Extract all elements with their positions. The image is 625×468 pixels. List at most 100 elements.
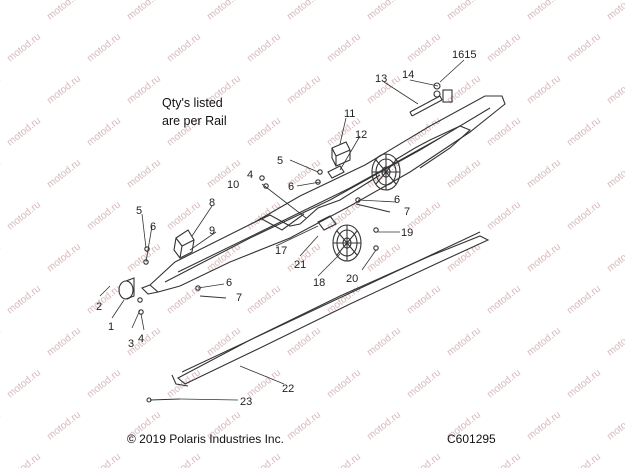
callout-19: 19 xyxy=(401,227,413,239)
watermark-text: motod.ru xyxy=(485,199,523,232)
copyright-text: © 2019 Polaris Industries Inc. xyxy=(127,432,284,446)
watermark-text: motod.ru xyxy=(365,0,403,22)
callout-3: 3 xyxy=(128,338,134,350)
watermark-text: motod.ru xyxy=(325,451,363,468)
watermark-text: motod.ru xyxy=(85,283,123,316)
callout-6b: 6 xyxy=(288,181,294,193)
callout-1615: 1615 xyxy=(452,49,476,61)
watermark-text: motod.ru xyxy=(85,367,123,400)
slider-block-1 xyxy=(118,277,135,300)
watermark-text: motod.ru xyxy=(85,199,123,232)
watermark-text: motod.ru xyxy=(365,409,403,442)
callout-20: 20 xyxy=(346,273,358,285)
watermark-text: motod.ru xyxy=(0,409,3,442)
watermark-text: motod.ru xyxy=(405,283,443,316)
bolt-13 xyxy=(409,95,443,117)
watermark-text: motod.ru xyxy=(605,325,625,358)
callout-2: 2 xyxy=(96,301,102,313)
watermark-text: motod.ru xyxy=(85,451,123,468)
callout-1: 1 xyxy=(108,321,114,333)
watermark-text: motod.ru xyxy=(285,409,323,442)
watermark-text: motod.ru xyxy=(5,31,43,64)
part-17 xyxy=(317,215,337,231)
watermark-text: motod.ru xyxy=(45,157,83,190)
watermark-text: motod.ru xyxy=(325,31,363,64)
watermark-text: motod.ru xyxy=(0,73,3,106)
watermark-text: motod.ru xyxy=(365,325,403,358)
pin-12 xyxy=(327,165,345,179)
watermark-text: motod.ru xyxy=(45,325,83,358)
watermark-text: motod.ru xyxy=(85,31,123,64)
watermark-text: motod.ru xyxy=(485,283,523,316)
watermark-text: motod.ru xyxy=(405,451,443,468)
watermark-text: motod.ru xyxy=(485,367,523,400)
callout-4b: 4 xyxy=(247,169,253,181)
watermark-text: motod.ru xyxy=(525,325,563,358)
rail-assembly xyxy=(141,95,506,295)
callout-13: 13 xyxy=(375,73,387,85)
watermark-text: motod.ru xyxy=(485,31,523,64)
watermark-text: motod.ru xyxy=(605,409,625,442)
callout-5b: 5 xyxy=(277,155,283,167)
watermark-text: motod.ru xyxy=(165,31,203,64)
watermark-text: motod.ru xyxy=(605,241,625,274)
watermark-text: motod.ru xyxy=(285,0,323,22)
quantity-note: Qty's listed are per Rail xyxy=(162,94,227,130)
watermark-text: motod.ru xyxy=(5,199,43,232)
fasteners xyxy=(137,169,391,403)
watermark-text: motod.ru xyxy=(485,451,523,468)
watermark-text: motod.ru xyxy=(5,367,43,400)
callout-7a: 7 xyxy=(404,206,410,218)
note-line-2: are per Rail xyxy=(162,114,227,128)
callout-6c: 6 xyxy=(394,194,400,206)
block-11 xyxy=(331,141,351,167)
note-line-1: Qty's listed xyxy=(162,96,223,110)
diagram-code: C601295 xyxy=(447,432,496,446)
watermark-text: motod.ru xyxy=(0,325,3,358)
watermark-text: motod.ru xyxy=(45,409,83,442)
watermark-text: motod.ru xyxy=(245,31,283,64)
watermark-text: motod.ru xyxy=(525,73,563,106)
callout-5: 5 xyxy=(136,205,142,217)
watermark-text: motod.ru xyxy=(605,0,625,22)
watermark-text: motod.ru xyxy=(325,367,363,400)
idler-wheel-upper xyxy=(371,153,401,191)
watermark-text: motod.ru xyxy=(5,283,43,316)
watermark-text: motod.ru xyxy=(125,241,163,274)
watermark-text: motod.ru xyxy=(605,157,625,190)
callout-4: 4 xyxy=(138,333,144,345)
watermark-text: motod.ru xyxy=(445,0,483,22)
watermark-text: motod.ru xyxy=(525,241,563,274)
callout-14: 14 xyxy=(402,69,414,81)
watermark-text: motod.ru xyxy=(565,31,603,64)
callout-18: 18 xyxy=(313,277,325,289)
callout-17: 17 xyxy=(275,245,287,257)
watermark-text: motod.ru xyxy=(45,0,83,22)
watermark-text: motod.ru xyxy=(525,157,563,190)
watermark-text: motod.ru xyxy=(0,157,3,190)
idler-wheel-lower xyxy=(332,224,362,262)
watermark-text: motod.ru xyxy=(0,0,3,22)
watermark-text: motod.ru xyxy=(445,157,483,190)
leader-lines xyxy=(99,59,465,401)
bracket-8-9 xyxy=(173,229,195,259)
callout-6: 6 xyxy=(150,221,156,233)
callout-9: 9 xyxy=(209,225,215,237)
watermark-text: motod.ru xyxy=(125,157,163,190)
watermark-text: motod.ru xyxy=(405,367,443,400)
watermark-text: motod.ru xyxy=(45,73,83,106)
watermark-text: motod.ru xyxy=(5,451,43,468)
callout-7b: 7 xyxy=(236,292,242,304)
watermark-text: motod.ru xyxy=(0,241,3,274)
watermark-text: motod.ru xyxy=(245,451,283,468)
callout-11: 11 xyxy=(344,108,355,120)
watermark-text: motod.ru xyxy=(565,367,603,400)
watermark-text: motod.ru xyxy=(565,451,603,468)
watermark-text: motod.ru xyxy=(565,115,603,148)
callout-12: 12 xyxy=(355,129,367,141)
watermark-text: motod.ru xyxy=(485,115,523,148)
watermark-text: motod.ru xyxy=(125,73,163,106)
watermark-text: motod.ru xyxy=(245,283,283,316)
